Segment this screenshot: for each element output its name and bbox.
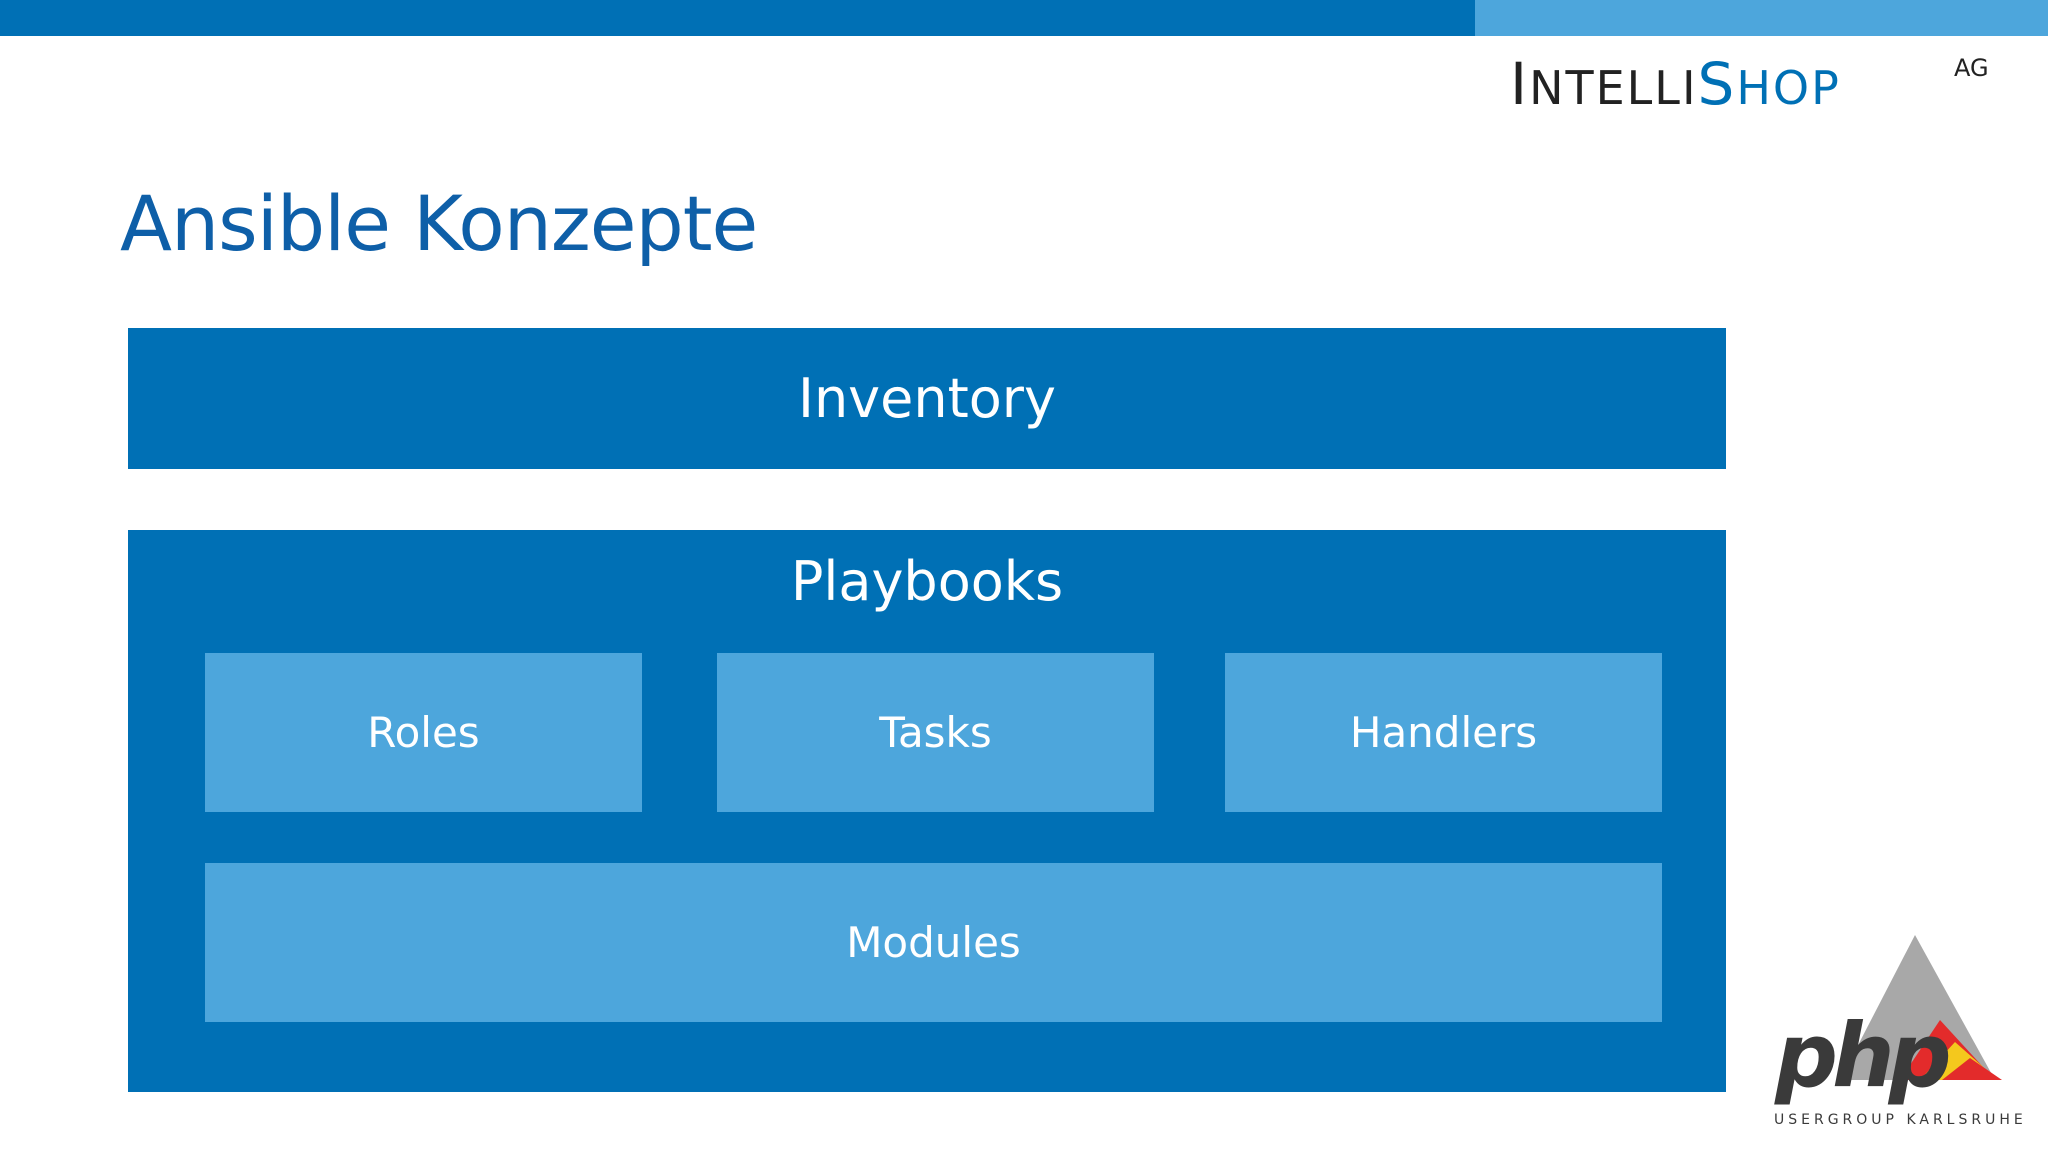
inventory-box: Inventory — [128, 328, 1726, 469]
roles-box: Roles — [205, 653, 642, 812]
php-logo-text: php — [1775, 1004, 1952, 1107]
top-accent-bar-light — [1475, 0, 2048, 36]
playbooks-box: Playbooks Roles Tasks Handlers Modules — [128, 530, 1726, 1092]
top-accent-bar — [0, 0, 1475, 36]
php-usergroup-logo — [1840, 935, 2002, 1080]
php-logo-subtitle: USERGROUP KARLSRUHE — [1774, 1112, 2027, 1128]
svg-text:INTELLISHOP: INTELLISHOP — [1510, 50, 1841, 118]
svg-text:AG: AG — [1954, 54, 1989, 82]
handlers-box: Handlers — [1225, 653, 1662, 812]
intellishop-logo: INTELLISHOP AG — [1510, 50, 1989, 118]
playbooks-label: Playbooks — [790, 550, 1064, 613]
page-title: Ansible Konzepte — [120, 179, 758, 268]
tasks-box: Tasks — [717, 653, 1154, 812]
modules-box: Modules — [205, 863, 1662, 1022]
